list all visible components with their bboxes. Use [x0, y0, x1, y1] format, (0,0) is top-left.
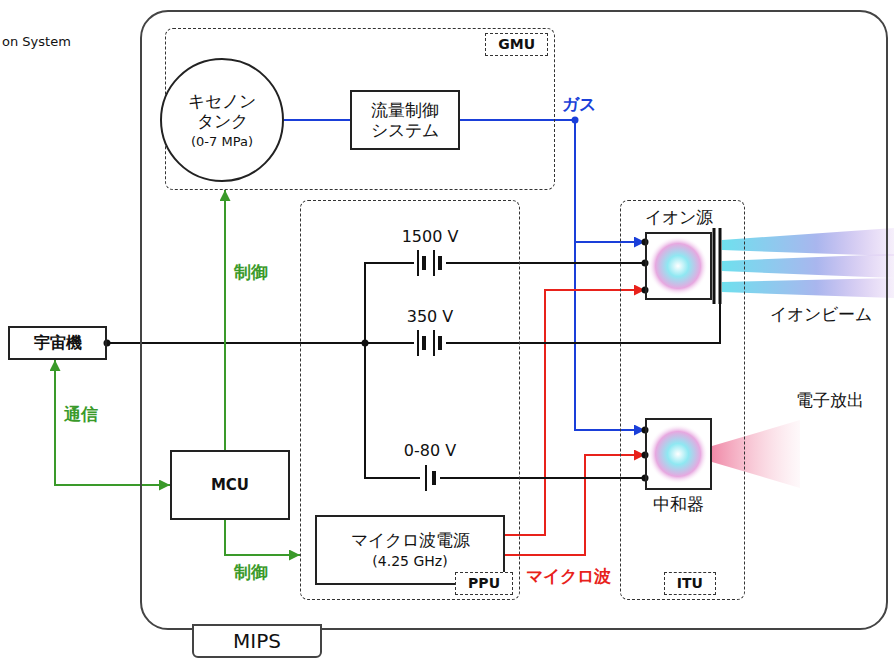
electron-plume	[712, 420, 800, 488]
unit-tab: GMU	[485, 33, 548, 56]
connector-label: 制御	[232, 262, 270, 282]
connector-label: マイクロ波	[524, 566, 613, 586]
box-name: マイクロ波電源	[351, 530, 470, 550]
connector	[505, 290, 645, 535]
connector	[55, 360, 170, 485]
beam-label: イオンビーム	[770, 304, 872, 324]
system-title-fragment: on System	[2, 34, 71, 50]
battery-symbol	[414, 329, 446, 357]
connector	[460, 120, 645, 242]
system-tab: MIPS	[192, 624, 322, 658]
unit-region: PPU マイクロ波電源 (4.25 GHz)	[300, 200, 520, 600]
battery-symbol	[420, 464, 440, 492]
frequency-value: (4.25 GHz)	[372, 553, 447, 570]
unit-region: GMU キセノン タンク (0-7 MPa) 流量制御 システム	[165, 28, 555, 190]
voltage-label: 350 V	[407, 307, 454, 326]
tank-name: キセノン タンク	[180, 91, 265, 132]
grid-plates	[714, 228, 720, 304]
thruster-box: イオン源	[645, 232, 712, 300]
connector	[284, 119, 350, 121]
process-box: 流量制御 システム	[350, 90, 460, 150]
connector-label: ガス	[560, 94, 598, 114]
unit-tab: PPU	[455, 572, 513, 595]
component-heading: 中和器	[653, 494, 704, 514]
voltage-label: 0-80 V	[404, 441, 456, 460]
connector	[505, 455, 645, 555]
box-name: 流量制御 システム	[363, 100, 448, 141]
connector	[107, 343, 645, 478]
process-box: 宇宙機	[8, 326, 107, 360]
ion-beam	[722, 228, 894, 298]
terminal-dots	[104, 117, 649, 482]
process-box: MCU	[170, 450, 290, 520]
connector-label: 通信	[62, 404, 100, 424]
pressure-range: (0-7 MPa)	[191, 134, 253, 150]
connector	[225, 520, 300, 555]
thruster-box: 中和器	[645, 418, 712, 490]
box-name: MCU	[211, 476, 249, 494]
component-heading: イオン源	[645, 207, 713, 227]
plasma-glow	[648, 236, 708, 484]
tank-circle: キセノン タンク (0-7 MPa)	[160, 58, 284, 182]
unit-tab: ITU	[664, 572, 716, 595]
box-name: 宇宙機	[34, 333, 82, 352]
emission-label: 電子放出	[796, 390, 864, 410]
battery-symbol	[414, 249, 446, 277]
connector-label: 制御	[232, 562, 270, 582]
voltage-label: 1500 V	[402, 227, 459, 246]
connector	[224, 190, 226, 450]
tank-circle-shape	[161, 59, 283, 181]
unit-region: ITU イオン源中和器	[620, 200, 745, 600]
connector	[107, 263, 645, 343]
connector	[460, 120, 645, 430]
